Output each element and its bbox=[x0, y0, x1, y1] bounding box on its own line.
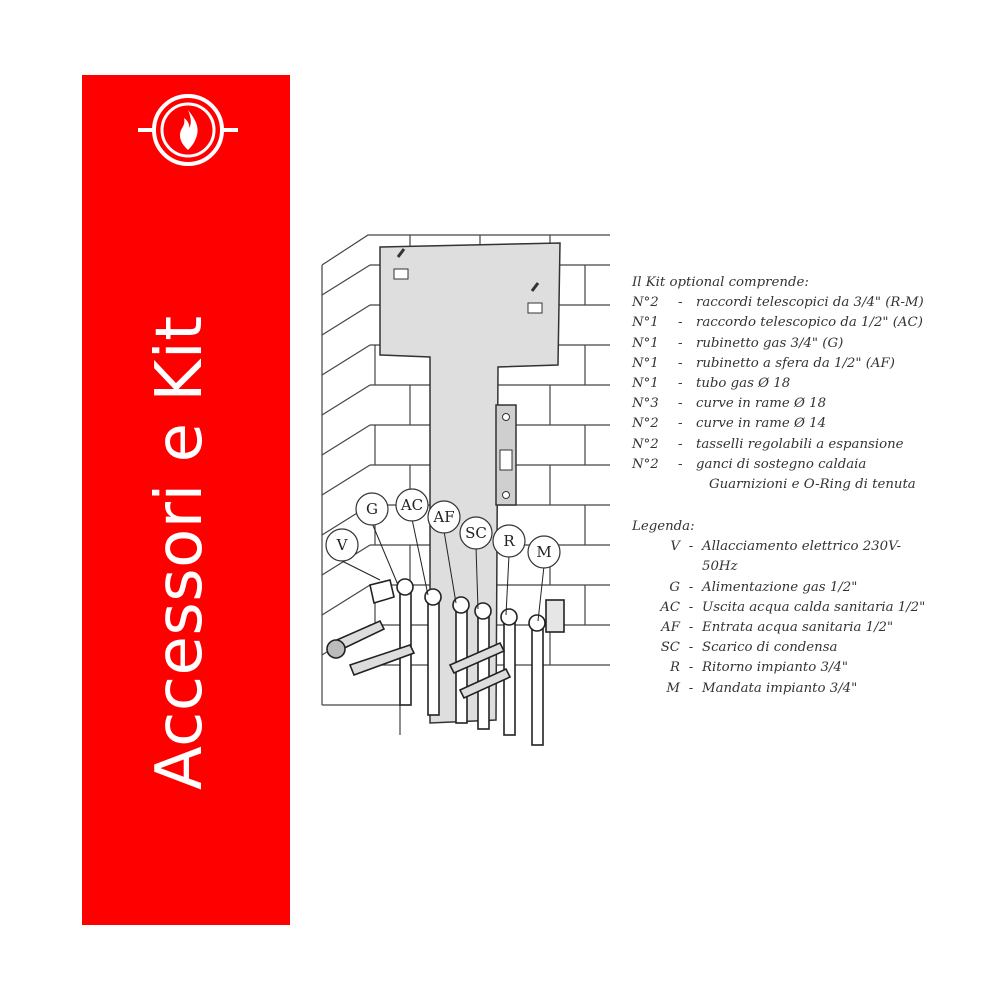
legend-item: V-Allacciamento elettrico 230V-50Hz bbox=[670, 539, 901, 575]
mounting-template bbox=[379, 242, 561, 724]
label-v: V bbox=[336, 536, 349, 554]
label-g: G bbox=[366, 500, 378, 518]
kit-item: N°2-raccordi telescopici da 3/4" (R-M) bbox=[632, 295, 924, 311]
kit-item: N°3-curve in rame Ø 18 bbox=[632, 396, 827, 412]
legend-item: AC-Uscita acqua calda sanitaria 1/2" bbox=[660, 599, 926, 615]
label-af: AF bbox=[432, 508, 454, 526]
label-m: M bbox=[536, 543, 551, 561]
connection-pipes bbox=[326, 578, 565, 746]
installation-diagram: V G AC AF SC R M bbox=[321, 234, 610, 746]
legend-item: M-Mandata impianto 3/4" bbox=[666, 680, 858, 696]
label-sc: SC bbox=[465, 524, 487, 542]
kit-item: N°1-rubinetto a sfera da 1/2" (AF) bbox=[632, 355, 895, 371]
kit-item: N°1-rubinetto gas 3/4" (G) bbox=[632, 335, 844, 351]
flame-logo-icon bbox=[138, 94, 238, 166]
label-r: R bbox=[503, 532, 515, 550]
kit-item: N°1-raccordo telescopico da 1/2" (AC) bbox=[632, 315, 923, 331]
kit-item: N°2-ganci di sostegno caldaia bbox=[632, 456, 867, 472]
legend-item: G-Alimentazione gas 1/2" bbox=[669, 579, 858, 595]
legend: Legenda: V-Allacciamento elettrico 230V-… bbox=[632, 517, 972, 699]
kit-extra: Guarnizioni e O-Ring di tenuta bbox=[709, 477, 916, 493]
legend-item: SC-Scarico di condensa bbox=[660, 640, 838, 656]
kit-item: N°2-tasselli regolabili a espansione bbox=[632, 436, 904, 452]
legend-item: AF-Entrata acqua sanitaria 1/2" bbox=[661, 620, 894, 636]
red-banner bbox=[82, 75, 290, 925]
kit-item: N°2-curve in rame Ø 14 bbox=[632, 416, 827, 432]
banner-title: Accessori e Kit bbox=[143, 315, 217, 790]
kit-item: N°1-tubo gas Ø 18 bbox=[632, 376, 791, 392]
label-ac: AC bbox=[400, 496, 423, 514]
legend-item: R-Ritorno impianto 3/4" bbox=[669, 660, 848, 676]
kit-contents: Il Kit optional comprende: N°2-raccordi … bbox=[632, 273, 972, 495]
kit-heading: Il Kit optional comprende: bbox=[632, 275, 809, 290]
legend-heading: Legenda: bbox=[632, 519, 695, 534]
